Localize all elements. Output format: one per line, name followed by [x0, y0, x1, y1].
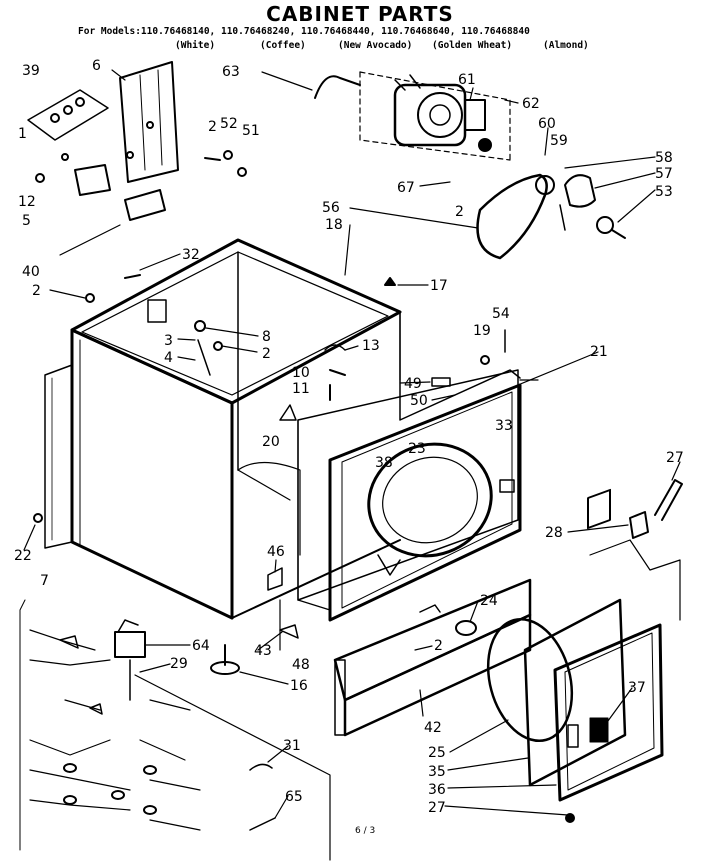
- cabinet-body: [44, 238, 402, 620]
- toe-panel: [333, 578, 532, 737]
- callout-31: 31: [283, 738, 301, 754]
- callout-22: 22: [14, 548, 32, 564]
- callout-13: 13: [362, 338, 380, 354]
- idler-pulley: [535, 174, 626, 239]
- callout-32: 32: [182, 247, 200, 263]
- callout-2-e: 2: [434, 638, 443, 654]
- callout-1: 1: [18, 126, 27, 142]
- door-assembly: [486, 488, 664, 802]
- callout-2-d: 2: [262, 346, 271, 362]
- callout-42: 42: [424, 720, 442, 736]
- page-number: 6 / 3: [355, 826, 376, 836]
- door-catch: [589, 479, 683, 621]
- callout-2-b: 2: [455, 204, 464, 220]
- thermostat-bracket: [35, 153, 166, 221]
- callout-17: 17: [430, 278, 448, 294]
- callout-37: 37: [628, 680, 646, 696]
- leader-lines: [23, 69, 681, 819]
- callout-12: 12: [18, 194, 36, 210]
- color-golden-wheat: (Golden Wheat): [432, 40, 513, 51]
- callout-61: 61: [458, 72, 476, 88]
- callout-63: 63: [222, 64, 240, 80]
- thermal-fuse: [204, 150, 247, 177]
- callout-2-a: 2: [208, 119, 217, 135]
- callout-54: 54: [492, 306, 510, 322]
- callout-labels: 39 6 63 61 62 2 52 51 60 59 58 57 53 1 6…: [14, 58, 684, 816]
- callout-3: 3: [164, 333, 173, 349]
- callout-24: 24: [480, 593, 498, 609]
- callout-21: 21: [590, 344, 608, 360]
- callout-2-c: 2: [32, 283, 41, 299]
- wire-harness-6: [119, 61, 179, 183]
- callout-5: 5: [22, 213, 31, 229]
- callout-64: 64: [192, 638, 210, 654]
- callout-38: 38: [375, 455, 393, 471]
- drive-belt: [476, 173, 548, 260]
- color-new-avocado: (New Avocado): [338, 40, 413, 51]
- callout-23: 23: [408, 441, 426, 457]
- door-switch: [419, 604, 477, 636]
- wire-clip: [314, 75, 361, 99]
- callout-33: 33: [495, 418, 513, 434]
- callout-60: 60: [538, 116, 556, 132]
- callout-10: 10: [292, 365, 310, 381]
- callout-20: 20: [262, 434, 280, 450]
- callout-36: 36: [428, 782, 446, 798]
- callout-8: 8: [262, 329, 271, 345]
- callout-11: 11: [292, 381, 310, 397]
- callout-62: 62: [522, 96, 540, 112]
- callout-39: 39: [22, 63, 40, 79]
- callout-59: 59: [550, 133, 568, 149]
- front-panel: [328, 383, 522, 622]
- callout-18: 18: [325, 217, 343, 233]
- callout-16: 16: [290, 678, 308, 694]
- callout-27-a: 27: [666, 450, 684, 466]
- callout-27-b: 27: [428, 800, 446, 816]
- color-white: (White): [175, 40, 216, 51]
- callout-25: 25: [428, 745, 446, 761]
- callout-4: 4: [164, 350, 173, 366]
- callout-52: 52: [220, 116, 238, 132]
- callout-67: 67: [397, 180, 415, 196]
- model-numbers: For Models:110.76468140, 110.76468240, 1…: [78, 26, 530, 37]
- color-coffee: (Coffee): [260, 40, 306, 51]
- callout-48: 48: [292, 657, 310, 673]
- callout-58: 58: [655, 150, 673, 166]
- callout-46: 46: [267, 544, 285, 560]
- page-title: CABINET PARTS: [266, 2, 454, 26]
- callout-57: 57: [655, 166, 673, 182]
- callout-7: 7: [40, 573, 49, 589]
- wiring-harness-lower: [19, 599, 331, 861]
- callout-28: 28: [545, 525, 563, 541]
- misc-fasteners: [33, 274, 515, 675]
- callout-40: 40: [22, 264, 40, 280]
- callout-29: 29: [170, 656, 188, 672]
- callout-43: 43: [254, 643, 272, 659]
- motor-assembly: [359, 71, 511, 161]
- color-almond: (Almond): [543, 40, 589, 51]
- screw-27: [565, 813, 575, 823]
- callout-51: 51: [242, 123, 260, 139]
- assembly-lines: [279, 311, 539, 651]
- callout-56: 56: [322, 200, 340, 216]
- callout-6: 6: [92, 58, 101, 74]
- terminal-block: [27, 89, 109, 141]
- callout-50: 50: [410, 393, 428, 409]
- callout-35: 35: [428, 764, 446, 780]
- callout-53: 53: [655, 184, 673, 200]
- callout-65: 65: [285, 789, 303, 805]
- callout-19: 19: [473, 323, 491, 339]
- callout-49: 49: [404, 376, 422, 392]
